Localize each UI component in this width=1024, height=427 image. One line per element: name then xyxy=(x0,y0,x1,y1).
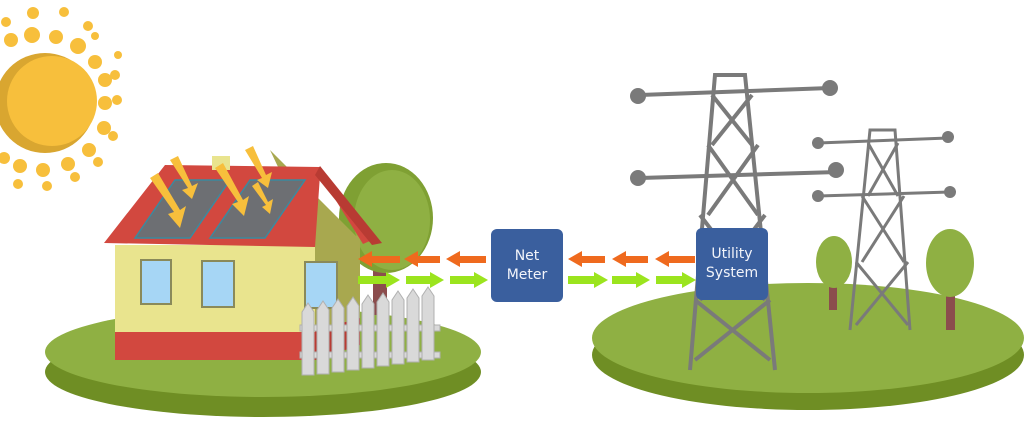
right-island xyxy=(592,283,1024,410)
sunlight-arrows xyxy=(150,146,273,228)
utility-system-box: Utility System xyxy=(696,228,768,300)
sun-icon xyxy=(0,7,122,191)
net-meter-box: Net Meter xyxy=(491,229,563,302)
insulator-icon xyxy=(630,80,844,186)
insulator-icon xyxy=(812,131,956,202)
net-meter-label-line1: Net xyxy=(514,247,540,264)
tree-icon xyxy=(816,229,974,330)
fence xyxy=(299,286,441,376)
utility-label-line1: Utility xyxy=(711,246,753,262)
tree-icon xyxy=(339,163,433,315)
net-meter-label-line2: Meter xyxy=(506,266,548,283)
power-tower-icon xyxy=(817,128,951,331)
window-icon xyxy=(140,259,338,309)
utility-label-line2: System xyxy=(705,265,759,281)
export-flow-arrows xyxy=(358,272,696,288)
import-flow-arrows xyxy=(358,251,695,267)
